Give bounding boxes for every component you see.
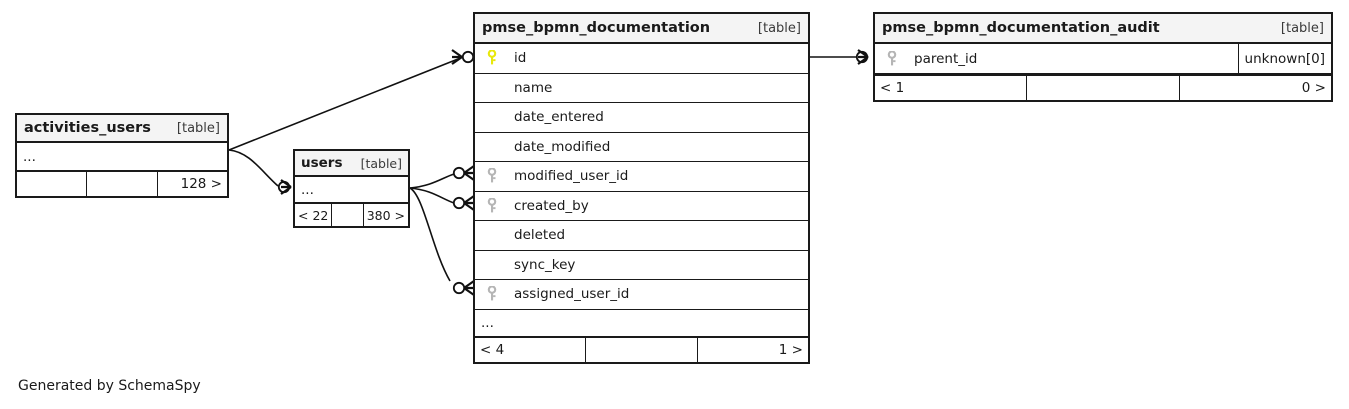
table-row-parent_id[interactable]: parent_id unknown[0] bbox=[875, 44, 1331, 74]
foreign-key-icon bbox=[475, 168, 508, 184]
ellipsis-label: ... bbox=[23, 148, 36, 165]
table-row: ... bbox=[17, 143, 227, 170]
table-type-label: [table] bbox=[757, 20, 801, 36]
edge-users-to-assigned_user_id bbox=[409, 187, 476, 297]
table-title: pmse_bpmn_documentation_audit bbox=[882, 20, 1160, 36]
table-row-date_modified[interactable]: date_modified bbox=[475, 133, 808, 162]
table-pmse_bpmn_documentation[interactable]: pmse_bpmn_documentation [table] id name … bbox=[473, 12, 810, 364]
table-header-users: users [table] bbox=[295, 151, 408, 177]
footer-mid bbox=[1027, 76, 1180, 100]
table-footer-pmse_bpmn_documentation: < 4 1 > bbox=[475, 335, 808, 362]
footer-left[interactable] bbox=[17, 172, 88, 196]
table-header-activities_users: activities_users [table] bbox=[17, 115, 227, 143]
foreign-key-icon bbox=[875, 50, 908, 67]
table-row-deleted[interactable]: deleted bbox=[475, 221, 808, 251]
column-label: name bbox=[514, 79, 553, 96]
table-header-pmse_bpmn_documentation: pmse_bpmn_documentation [table] bbox=[475, 14, 808, 44]
edge-users-to-created_by bbox=[409, 187, 476, 212]
edge-activities_users-to-doc-id bbox=[228, 48, 475, 151]
table-title: users bbox=[301, 155, 343, 171]
foreign-key-icon bbox=[475, 197, 508, 214]
table-type-label: [table] bbox=[176, 120, 220, 136]
footer-right[interactable]: 380 > bbox=[366, 207, 405, 223]
footer-mid bbox=[87, 172, 158, 196]
footer-right[interactable]: 0 > bbox=[1301, 80, 1326, 96]
footer-left[interactable]: < 1 bbox=[875, 76, 1028, 100]
table-title: pmse_bpmn_documentation bbox=[482, 20, 711, 36]
table-row-assigned_user_id[interactable]: assigned_user_id bbox=[475, 280, 808, 310]
column-label: assigned_user_id bbox=[514, 286, 630, 303]
foreign-key-icon bbox=[475, 286, 508, 302]
edge-users-to-modified_user_id bbox=[409, 164, 476, 189]
edge-doc-id-to-audit-parent_id bbox=[810, 48, 870, 66]
column-label: parent_id bbox=[914, 50, 978, 67]
column-datatype: unknown[0] bbox=[1237, 44, 1331, 73]
footer-right[interactable]: 1 > bbox=[778, 341, 803, 358]
table-activities_users[interactable]: activities_users [table] ... 128 > bbox=[15, 113, 229, 198]
table-title: activities_users bbox=[24, 120, 151, 136]
edge-activities_users-to-users bbox=[228, 149, 293, 196]
primary-key-icon bbox=[475, 50, 508, 66]
table-type-label: [table] bbox=[360, 155, 402, 171]
table-row: ... bbox=[295, 177, 408, 202]
table-users[interactable]: users [table] ... < 22 380 > bbox=[293, 149, 410, 228]
table-footer-users: < 22 380 > bbox=[295, 202, 408, 226]
table-footer-activities_users: 128 > bbox=[17, 170, 227, 196]
ellipsis-label: ... bbox=[301, 181, 314, 198]
column-label: date_modified bbox=[514, 138, 611, 155]
column-label: date_entered bbox=[514, 109, 604, 126]
table-type-label: [table] bbox=[1280, 20, 1324, 36]
footer-mid bbox=[332, 204, 364, 226]
column-label: modified_user_id bbox=[514, 168, 629, 185]
table-row-id[interactable]: id bbox=[475, 44, 808, 74]
ellipsis-label: ... bbox=[481, 314, 494, 331]
column-label: deleted bbox=[514, 227, 566, 244]
table-row-modified_user_id[interactable]: modified_user_id bbox=[475, 162, 808, 192]
footer-left[interactable]: < 22 bbox=[295, 204, 333, 226]
table-row-name[interactable]: name bbox=[475, 74, 808, 103]
table-row-sync_key[interactable]: sync_key bbox=[475, 251, 808, 280]
generated-by-label: Generated by SchemaSpy bbox=[18, 378, 201, 394]
table-footer-pmse_bpmn_documentation_audit: < 1 0 > bbox=[875, 74, 1331, 100]
column-label: created_by bbox=[514, 197, 589, 214]
table-row-date_entered[interactable]: date_entered bbox=[475, 103, 808, 133]
column-label: id bbox=[514, 50, 527, 67]
table-row-created_by[interactable]: created_by bbox=[475, 192, 808, 221]
column-label: sync_key bbox=[514, 256, 576, 273]
footer-left[interactable]: < 4 bbox=[475, 337, 587, 362]
footer-right[interactable]: 128 > bbox=[180, 176, 222, 192]
table-row-more: ... bbox=[475, 310, 808, 336]
table-pmse_bpmn_documentation_audit[interactable]: pmse_bpmn_documentation_audit [table] pa… bbox=[873, 12, 1333, 102]
footer-mid bbox=[586, 337, 698, 362]
table-header-pmse_bpmn_documentation_audit: pmse_bpmn_documentation_audit [table] bbox=[875, 14, 1331, 44]
